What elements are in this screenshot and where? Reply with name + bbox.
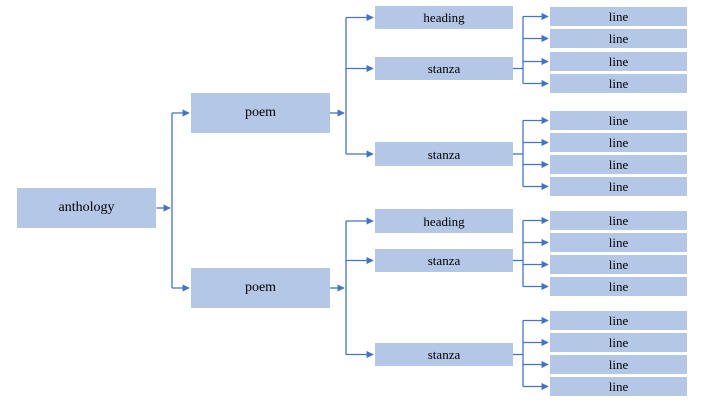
node-line-3-3: line — [550, 255, 687, 274]
node-line-1-4: line — [550, 74, 687, 93]
connector-stanza1-to-lines — [513, 12, 549, 88]
node-heading-1: heading — [375, 6, 513, 29]
node-line-4-4: line — [550, 377, 687, 396]
node-line-1-1: line — [550, 7, 687, 26]
node-line-4-3: line — [550, 355, 687, 374]
node-line-2-3: line — [550, 155, 687, 174]
node-stanza-3: stanza — [375, 249, 513, 272]
node-line-1-2: line — [550, 29, 687, 48]
node-line-3-2: line — [550, 233, 687, 252]
node-line-3-4: line — [550, 277, 687, 296]
connector-stanza2-to-lines — [513, 116, 549, 191]
node-poem-2: poem — [191, 268, 330, 308]
node-line-4-1: line — [550, 311, 687, 330]
node-stanza-1: stanza — [375, 57, 513, 80]
node-anthology: anthology — [17, 188, 156, 228]
connector-poem2-to-children — [330, 217, 374, 359]
node-line-3-1: line — [550, 211, 687, 230]
node-heading-2: heading — [375, 209, 513, 233]
node-line-4-2: line — [550, 333, 687, 352]
connector-poem1-to-children — [330, 13, 374, 158]
node-stanza-2: stanza — [375, 142, 513, 166]
connector-stanza4-to-lines — [513, 316, 549, 391]
connector-anthology-to-poems — [156, 109, 190, 292]
node-stanza-4: stanza — [375, 343, 513, 366]
connector-stanza3-to-lines — [513, 216, 549, 291]
node-poem-1: poem — [191, 93, 330, 133]
node-line-2-2: line — [550, 133, 687, 152]
node-line-2-1: line — [550, 111, 687, 130]
node-line-2-4: line — [550, 177, 687, 196]
node-line-1-3: line — [550, 52, 687, 71]
